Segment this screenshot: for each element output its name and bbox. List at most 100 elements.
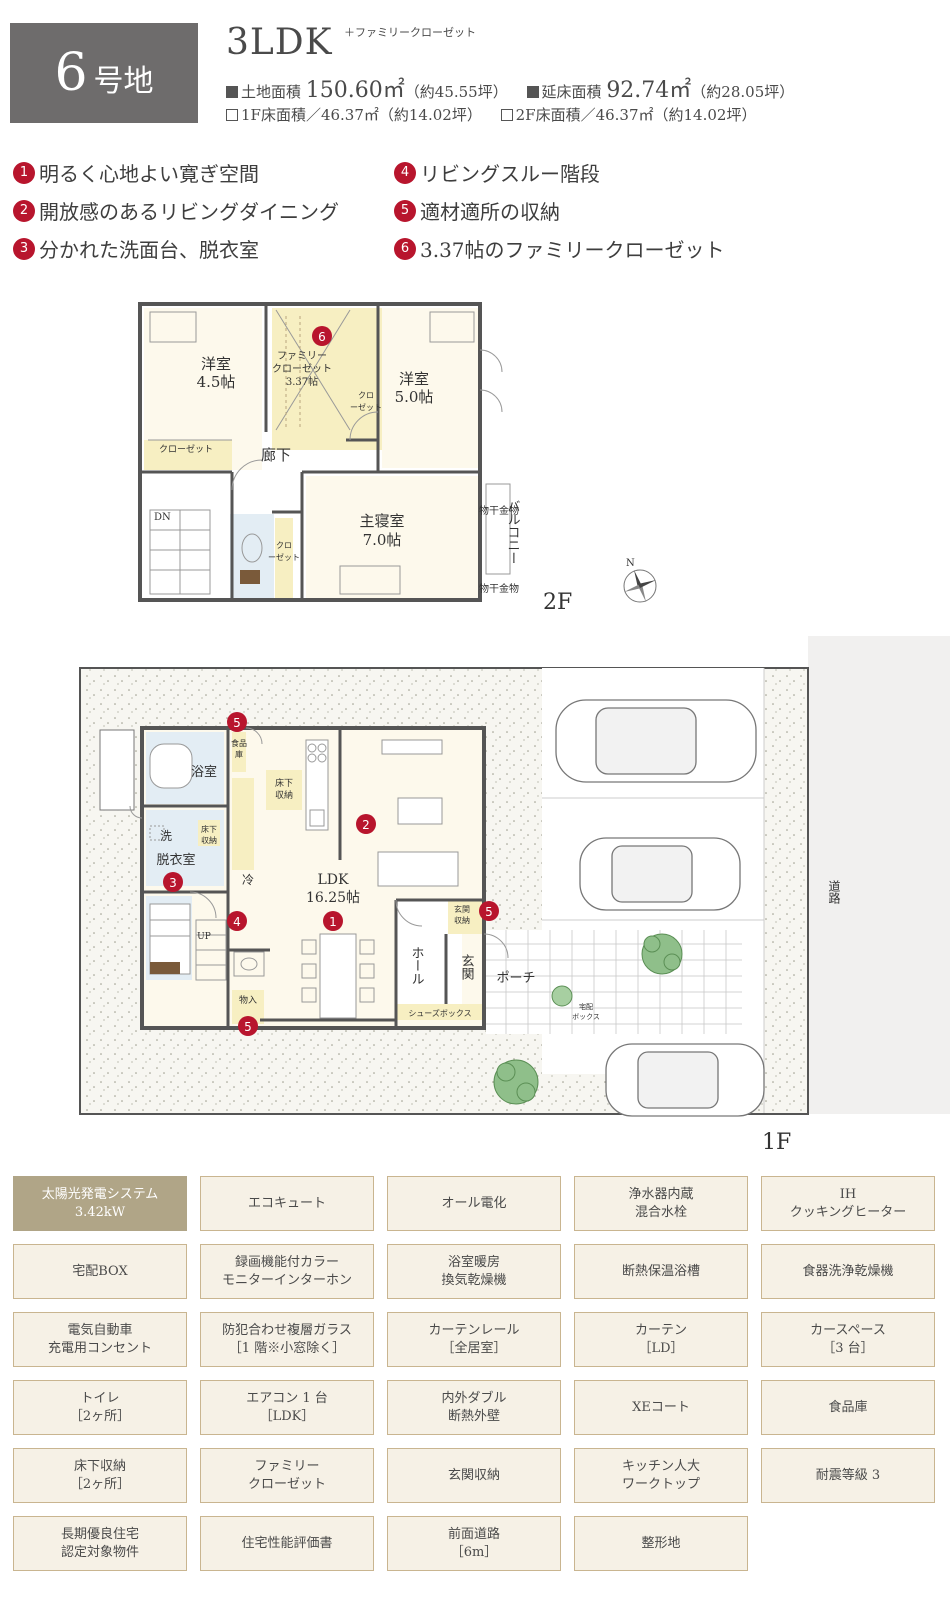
spec-curtain: カーテン ［LD］ bbox=[574, 1312, 748, 1367]
hall-label: ホール bbox=[409, 946, 424, 985]
marker-icon: 3 bbox=[13, 237, 35, 260]
compass-icon: N bbox=[623, 558, 657, 603]
marker-icon: 4 bbox=[394, 161, 416, 184]
filled-square-icon bbox=[526, 86, 539, 98]
floor-area-label: 延床面積 bbox=[541, 83, 602, 101]
entrance-storage-2: 収納 bbox=[454, 915, 470, 925]
underfloor-storage-2: 収納 bbox=[275, 789, 293, 801]
road-label: 道路 bbox=[827, 880, 841, 905]
delivery-box-1: 宅配 bbox=[579, 1002, 593, 1011]
tree-icon bbox=[493, 1059, 539, 1105]
feature-text: 明るく心地よい寛ぎ空間 bbox=[39, 162, 259, 186]
lot-suffix: 号地 bbox=[93, 64, 154, 99]
spec-xe-coat: XEコート bbox=[574, 1380, 748, 1435]
spec-regular-lot: 整形地 bbox=[574, 1516, 748, 1571]
spec-ev-outlet: 電気自動車 充電用コンセント bbox=[13, 1312, 187, 1367]
layout-extra: ＋ファミリークローゼット bbox=[344, 26, 476, 39]
room-west-label: 洋室 bbox=[201, 355, 231, 373]
family-closet-label-2: クローゼット bbox=[272, 363, 332, 375]
fridge-label: 冷 bbox=[242, 873, 254, 887]
room-west-size: 4.5帖 bbox=[197, 373, 236, 391]
room-east-size: 5.0帖 bbox=[395, 388, 434, 406]
floor-plan-1f: 道路 bbox=[79, 636, 950, 1117]
spec-underfloor-storage: 床下収納 ［2ヶ所］ bbox=[13, 1448, 187, 1503]
svg-text:4: 4 bbox=[233, 915, 241, 929]
road-area bbox=[808, 636, 950, 1114]
underfloor-bath-2: 収納 bbox=[201, 835, 217, 845]
car-icon bbox=[555, 699, 757, 783]
spec-toilet: トイレ ［2ヶ所］ bbox=[13, 1380, 187, 1435]
shoes-box-label: シューズボックス bbox=[408, 1008, 471, 1018]
spec-performance-evaluation: 住宅性能評価書 bbox=[200, 1516, 374, 1571]
spec-double-insulation: 内外ダブル 断熱外壁 bbox=[387, 1380, 561, 1435]
spec-insulated-bathtub: 断熱保温浴槽 bbox=[574, 1244, 748, 1299]
spec-delivery-box: 宅配BOX bbox=[13, 1244, 187, 1299]
wash-label: 洗 bbox=[160, 829, 172, 843]
spec-front-road: 前面道路 ［6m］ bbox=[387, 1516, 561, 1571]
svg-text:1: 1 bbox=[329, 915, 337, 929]
ldk-size: 16.25帖 bbox=[306, 890, 360, 906]
floor-plan-2f: 洋室 4.5帖 クローゼット ファミリー クローゼット 3.37帖 クロ ーゼッ… bbox=[138, 302, 657, 603]
marker-2: 2 bbox=[356, 814, 376, 834]
spec-solar: 太陽光発電システム 3.42kW bbox=[13, 1176, 187, 1231]
marker-4: 4 bbox=[227, 911, 247, 931]
tree-icon bbox=[641, 933, 683, 975]
spec-ecocute: エコキュート bbox=[200, 1176, 374, 1231]
marker-6: 6 bbox=[312, 326, 332, 346]
spec-curtain-rail: カーテンレール ［全居室］ bbox=[387, 1312, 561, 1367]
open-square-icon bbox=[226, 109, 238, 121]
area-row-main: 土地面積 150.60㎡（約45.55坪） 延床面積 92.74㎡（約28.05… bbox=[226, 72, 794, 104]
spec-entrance-storage: 玄関収納 bbox=[387, 1448, 561, 1503]
spec-water-filter-faucet: 浄水器内蔵 混合水栓 bbox=[574, 1176, 748, 1231]
master-label: 主寝室 bbox=[359, 512, 404, 530]
filled-square-icon bbox=[226, 86, 238, 98]
room-east-label: 洋室 bbox=[399, 370, 429, 388]
floor-area-tsubo: （約28.05坪） bbox=[691, 83, 795, 101]
spec-car-space: カースペース ［3 台］ bbox=[761, 1312, 935, 1367]
underfloor-storage-1: 床下 bbox=[275, 777, 293, 789]
toilet-mat bbox=[240, 570, 260, 584]
entrance-storage-1: 玄関 bbox=[454, 904, 470, 914]
feature-text: 開放感のあるリビングダイニング bbox=[39, 200, 339, 224]
shrub-icon bbox=[551, 985, 573, 1007]
floor-area-value: 92.74㎡ bbox=[606, 78, 692, 103]
drying-hardware-1: 物干金物 bbox=[479, 504, 519, 517]
floor-label-2f: 2F bbox=[543, 590, 573, 615]
ldk-label: LDK bbox=[318, 872, 350, 888]
land-area-label: 土地面積 bbox=[241, 83, 302, 101]
marker-icon: 5 bbox=[394, 199, 416, 222]
land-area-tsubo: （約45.55坪） bbox=[404, 83, 508, 101]
closet-vertical-2: ーゼット bbox=[350, 402, 382, 412]
marker-1: 1 bbox=[323, 911, 343, 931]
compass-n: N bbox=[626, 558, 635, 569]
balcony-label: バルコニー bbox=[505, 500, 521, 565]
master-size: 7.0帖 bbox=[363, 531, 402, 549]
svg-text:2: 2 bbox=[362, 818, 370, 832]
marker-5-pantry: 5 bbox=[227, 712, 247, 732]
hall-label: 廊下 bbox=[261, 446, 291, 464]
svg-text:5: 5 bbox=[485, 905, 493, 919]
feature-text: リビングスルー階段 bbox=[420, 162, 600, 186]
lot-number: 6 bbox=[54, 43, 88, 103]
paved-approach bbox=[486, 930, 742, 1034]
spec-long-term-housing: 長期優良住宅 認定対象物件 bbox=[13, 1516, 187, 1571]
feature-text: 分かれた洗面台、脱衣室 bbox=[39, 238, 259, 262]
spec-security-glass: 防犯合わせ複層ガラス ［1 階※小窓除く］ bbox=[200, 1312, 374, 1367]
pantry-label-1: 食品 bbox=[231, 738, 247, 748]
toilet-mat bbox=[150, 962, 180, 974]
porch-label: ポーチ bbox=[496, 971, 535, 986]
up-label: UP bbox=[197, 932, 211, 942]
floor-label-1f: 1F bbox=[762, 1130, 792, 1155]
spec-bathroom-dryer: 浴室暖房 換気乾燥機 bbox=[387, 1244, 561, 1299]
underfloor-bath-1: 床下 bbox=[201, 824, 217, 834]
equipment-spec-grid: 太陽光発電システム 3.42kW エコキュート オール電化 浄水器内蔵 混合水栓… bbox=[13, 1176, 938, 1571]
marker-icon: 6 bbox=[394, 237, 416, 260]
delivery-box-2: ボックス bbox=[572, 1013, 600, 1021]
svg-text:3: 3 bbox=[169, 876, 177, 890]
spec-air-conditioner: エアコン 1 台 ［LDK］ bbox=[200, 1380, 374, 1435]
marker-5-entrance: 5 bbox=[479, 901, 499, 921]
marker-5-storage: 5 bbox=[238, 1016, 258, 1036]
